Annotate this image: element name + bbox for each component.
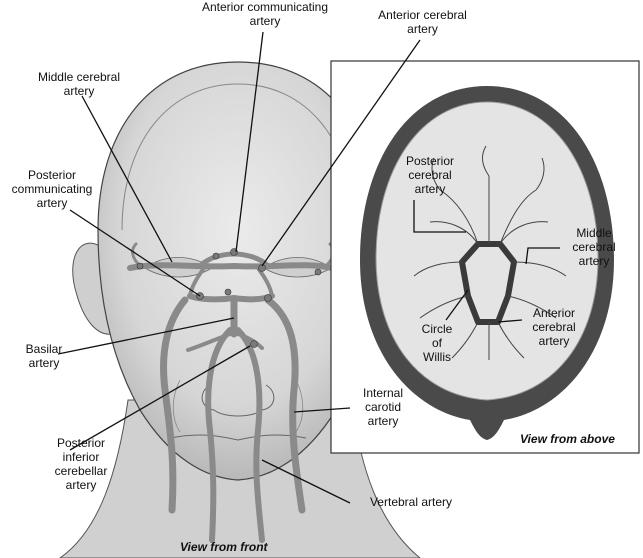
leader-lines: [57, 31, 560, 504]
label-middle-cerebral: Middle cerebral artery: [37, 70, 121, 98]
mouth: [169, 434, 307, 441]
label-anterior-cerebral: Anterior cerebral artery: [378, 8, 467, 36]
pica-left: [186, 332, 232, 352]
caption-view-from-front: View from front: [180, 540, 268, 554]
label-posterior-communicating: Posterior communicating artery: [11, 168, 93, 210]
leader-anterior-cerebral: [261, 39, 421, 267]
middle-cerebral-front: [127, 262, 335, 271]
pcom-l: [188, 266, 206, 298]
leader-basilar: [57, 317, 235, 355]
leader-pica: [69, 345, 251, 451]
vertebral-left: [205, 327, 233, 543]
caption-view-from-above: View from above: [520, 432, 615, 446]
label-posterior-inferior-cerebellar: Posterior inferior cerebellar artery: [54, 436, 108, 492]
cheek-line-right: [295, 379, 304, 433]
leader-posterior-communicating: [69, 209, 201, 297]
cheek-line-left: [172, 379, 181, 433]
leader-inset-anterior-cerebral: [497, 319, 523, 323]
label-anterior-communicating: Anterior communicating artery: [201, 0, 329, 28]
label-inset-posterior-cerebral: Posterior cerebral artery: [405, 154, 455, 196]
leader-anterior-communicating: [235, 31, 264, 253]
leader-inset-circle-of-willis: [445, 289, 469, 321]
label-inset-anterior-cerebral: Anterior cerebral artery: [532, 306, 576, 348]
label-internal-carotid: Internal carotid artery: [362, 386, 404, 428]
nose: [201, 384, 275, 417]
label-basilar: Basilar artery: [25, 342, 63, 370]
label-vertebral: Vertebral artery: [369, 495, 453, 509]
top-view-inset: [330, 60, 640, 454]
vertebral-right: [235, 327, 265, 543]
internal-carotid-left: [160, 296, 189, 514]
leader-inset-middle-cerebral: [525, 247, 560, 265]
leader-internal-carotid: [293, 407, 351, 413]
front-arteries: [127, 242, 335, 543]
leader-vertebral: [261, 459, 351, 504]
leader-middle-cerebral: [81, 95, 173, 263]
label-inset-middle-cerebral: Middle cerebral artery: [572, 226, 616, 268]
label-inset-circle-of-willis: Circle of Willis: [421, 322, 453, 364]
leader-inset-posterior-cerebral: [413, 200, 466, 233]
internal-carotid-right: [264, 296, 306, 514]
artery-nodes: [136, 248, 322, 348]
